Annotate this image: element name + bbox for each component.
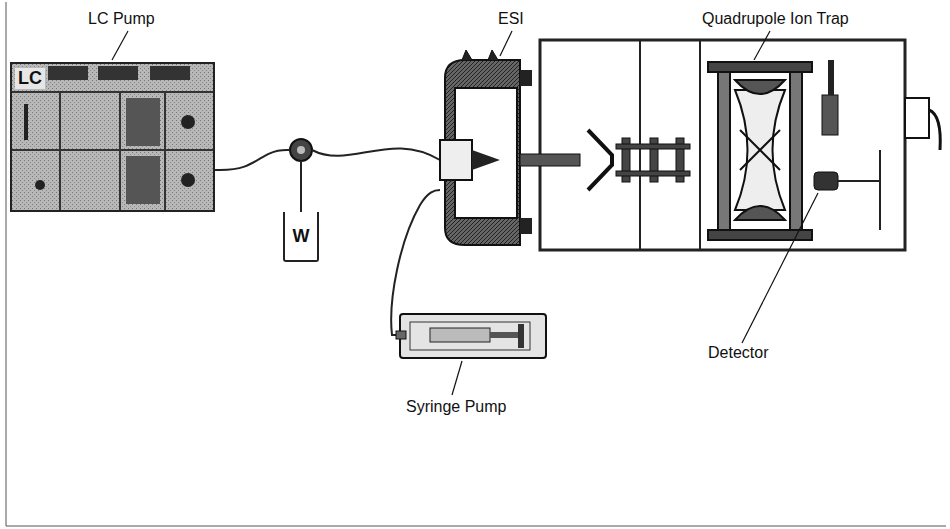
illustration-part: [126, 98, 160, 146]
illustration-part: [98, 66, 138, 80]
illustration-part: [520, 154, 580, 166]
illustration-part: [828, 60, 834, 95]
illustration-part: [905, 98, 929, 138]
illustration-part: [452, 361, 462, 395]
illustration-part: [290, 139, 312, 161]
illustration-part: [297, 146, 305, 154]
illustration-part: [520, 70, 532, 86]
illustration-part: [6, 2, 946, 526]
illustration-part: [718, 62, 730, 240]
illustration-part: [708, 62, 812, 72]
illustration-part: [472, 150, 500, 170]
node-text: LC: [15, 68, 45, 89]
illustration-part: [735, 206, 785, 220]
illustration-part: [24, 104, 28, 140]
part-label: Detector: [706, 344, 770, 362]
part-label: Syringe Pump: [404, 398, 509, 416]
illustration-part: [312, 148, 440, 160]
illustration-part: [742, 193, 818, 343]
node-text: W: [293, 226, 310, 247]
illustration-part: [396, 331, 406, 339]
illustration-part: [520, 218, 532, 234]
illustration-part: [181, 173, 195, 187]
illustration-part: [490, 332, 518, 338]
illustration-part: [790, 62, 802, 240]
illustration-part: [150, 66, 190, 80]
illustration-part: [518, 324, 524, 348]
illustration-part: [740, 130, 780, 150]
illustration-part: [616, 171, 690, 176]
illustration-part: [699, 40, 701, 250]
illustration-part: [500, 31, 512, 56]
illustration-part: [616, 144, 690, 149]
illustration-part: [838, 180, 880, 182]
illustration-part: [410, 322, 530, 350]
illustration-part: [754, 31, 770, 60]
illustration-part: [822, 95, 838, 135]
illustration-part: [735, 80, 785, 94]
illustration-part: [879, 150, 881, 230]
illustration-part: [181, 115, 195, 129]
part-label: LC Pump: [86, 10, 157, 28]
illustration-part: [126, 156, 160, 204]
part-label: ESI: [496, 10, 526, 28]
tubing-connector: [215, 150, 301, 218]
illustration-part: [814, 172, 838, 190]
part-label: Quadrupole Ion Trap: [700, 10, 851, 28]
illustration-part: [12, 149, 213, 151]
illustration-part: [10, 62, 215, 212]
illustration-part: [112, 31, 818, 395]
illustration-part: [462, 50, 498, 60]
illustration-part: [929, 110, 940, 150]
illustration-part: [540, 40, 905, 250]
illustration-part: [708, 62, 812, 240]
illustration-part: [740, 150, 780, 170]
illustration-part: [400, 314, 546, 358]
illustration-part: [112, 31, 128, 60]
illustration-part: [48, 66, 88, 80]
illustration-part: [35, 180, 45, 190]
illustration-part: [735, 90, 785, 210]
illustration-part: [588, 130, 612, 190]
illustration-part: [430, 328, 490, 342]
waste-beaker: W: [283, 212, 319, 262]
lc-pump-unit: LC: [10, 62, 215, 212]
illustration-part: [616, 138, 690, 182]
illustration-part: [12, 91, 213, 93]
illustration-part: [440, 140, 472, 180]
